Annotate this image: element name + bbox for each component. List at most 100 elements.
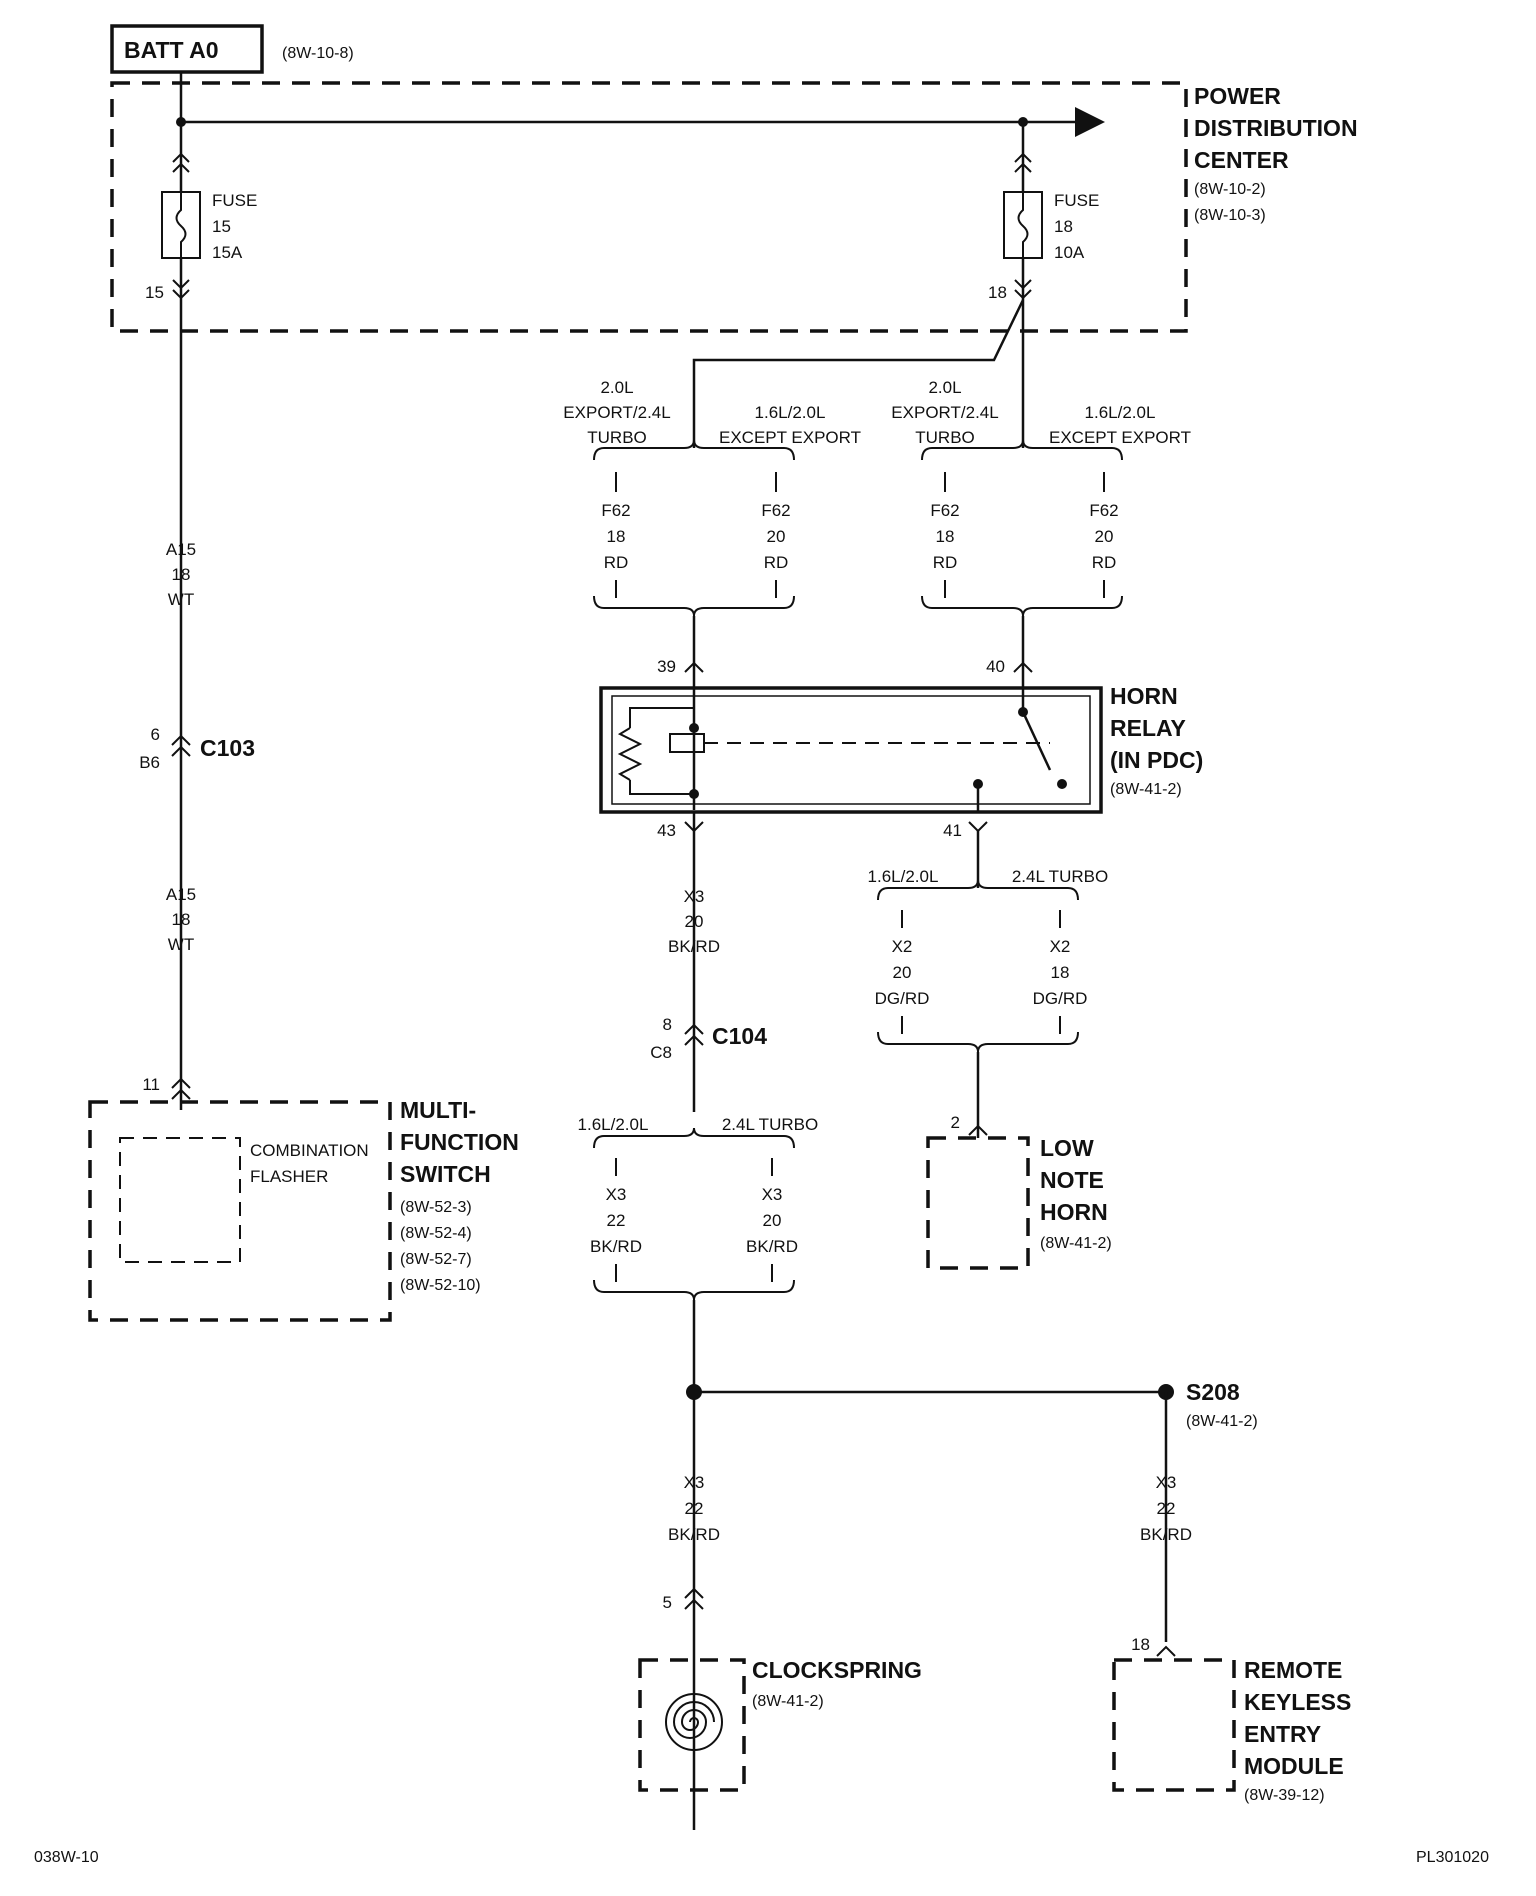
rke-title-2: KEYLESS [1244,1689,1351,1715]
splice-left-option-b-1: 1.6L/2.0L [755,403,826,422]
relay-title-2: RELAY [1110,715,1186,741]
wire-a15-bottom-gauge: 18 [172,910,191,929]
split-x3-option-b: 2.4L TURBO [722,1115,818,1134]
wire-a15-bottom-color: WT [168,935,194,954]
splice-right-wire-b-color: RD [1092,553,1117,572]
mfs-ref-4: (8W-52-10) [400,1277,481,1294]
splice-left-option-a-2: EXPORT/2.4L [563,403,670,422]
relay-pin-41: 41 [943,821,962,840]
rke-title-1: REMOTE [1244,1657,1342,1683]
fuse-15-rating: 15A [212,243,243,262]
mfs-pin: 11 [142,1075,160,1094]
fuse-18-name: FUSE [1054,191,1099,210]
connector-c104: 8 C8 C104 [650,1015,767,1062]
splice-right-wire-a-gauge: 18 [936,527,955,546]
battery-label: BATT A0 [124,37,219,63]
split-x3-wire-a-color: BK/RD [590,1237,642,1256]
c104-pin-top: 8 [663,1015,672,1034]
c103-label: C103 [200,735,255,761]
splice-left-wire-a-circuit: F62 [601,501,630,520]
split-x3-wire-b-color: BK/RD [746,1237,798,1256]
fuse-18-rating: 10A [1054,243,1085,262]
splice-left-wire-b-color: RD [764,553,789,572]
split-x2-option-b: 2.4L TURBO [1012,867,1108,886]
option-splice-left: 2.0L EXPORT/2.4L TURBO 1.6L/2.0L EXCEPT … [563,378,861,690]
horn-pin: 2 [951,1113,960,1132]
s208-ref: (8W-41-2) [1186,1413,1258,1430]
mfs-title-2: FUNCTION [400,1129,519,1155]
horn-ref: (8W-41-2) [1040,1235,1112,1252]
relay-pin-43: 43 [657,821,676,840]
s208-label: S208 [1186,1379,1240,1405]
splice-left-option-a-1: 2.0L [600,378,633,397]
split-x2-option-a: 1.6L/2.0L [868,867,939,886]
fuse-15: FUSE 15 15A 15 [145,122,257,1110]
split-x2-wire-a-gauge: 20 [893,963,912,982]
splice-s208: S208 (8W-41-2) [686,1379,1258,1642]
wire-x3-20-gauge: 20 [685,912,704,931]
wire-a15-top-circuit: A15 [166,540,196,559]
wire-a15-top-color: WT [168,590,194,609]
splice-right-option-b-1: 1.6L/2.0L [1085,403,1156,422]
fuse-15-pin: 15 [145,283,164,302]
relay-ref: (8W-41-2) [1110,781,1182,798]
fuse-15-name: FUSE [212,191,257,210]
wire-rke-circuit: X3 [1156,1473,1177,1492]
split-x3-wire-b-gauge: 20 [763,1211,782,1230]
wire-a15-top-gauge: 18 [172,565,191,584]
split-x2-wire-b-circuit: X2 [1050,937,1071,956]
connector-c103: 6 B6 C103 [139,725,255,772]
rke-title-3: ENTRY [1244,1721,1321,1747]
clockspring-ref: (8W-41-2) [752,1693,824,1710]
c104-label: C104 [712,1023,767,1049]
mfs-ref-1: (8W-52-3) [400,1199,472,1216]
horn-title-1: LOW [1040,1135,1094,1161]
splice-right-wire-b-circuit: F62 [1089,501,1118,520]
pdc-title-1: POWER [1194,83,1281,109]
pdc-title-2: DISTRIBUTION [1194,115,1358,141]
option-splice-right: 2.0L EXPORT/2.4L TURBO 1.6L/2.0L EXCEPT … [891,378,1191,690]
clockspring: 5 CLOCKSPRING (8W-41-2) [638,1587,922,1792]
splice-left-option-a-3: TURBO [587,428,647,447]
wire-rke-color: BK/RD [1140,1525,1192,1544]
combination-flasher-label-1: COMBINATION [250,1141,369,1160]
wire-x3-20-color: BK/RD [668,937,720,956]
battery-ref: (8W-10-8) [282,45,354,62]
fuse-15-number: 15 [212,217,231,236]
split-x2-wire-a-circuit: X2 [892,937,913,956]
combination-flasher-label-2: FLASHER [250,1167,328,1186]
wire-clock-color: BK/RD [668,1525,720,1544]
splice-right-option-a-2: EXPORT/2.4L [891,403,998,422]
wire-x3-20-circuit: X3 [684,887,705,906]
power-distribution-center: POWER DISTRIBUTION CENTER (8W-10-2) (8W-… [110,81,1358,333]
remote-keyless-entry-module: 18 REMOTE KEYLESS ENTRY MODULE (8W-39-12… [1112,1635,1351,1804]
split-x2-wire-b-color: DG/RD [1033,989,1088,1008]
splice-left-wire-b-circuit: F62 [761,501,790,520]
horn-title-2: NOTE [1040,1167,1104,1193]
wire-clock-circuit: X3 [684,1473,705,1492]
mfs-ref-2: (8W-52-4) [400,1225,472,1242]
wire-clock-gauge: 22 [685,1499,704,1518]
relay-pin-40: 40 [986,657,1005,676]
horn-relay: 39 40 HORN RELAY (IN PDC) (8W-41-2) 43 4… [599,657,1203,840]
split-x2-wire-a-color: DG/RD [875,989,930,1008]
split-x3-wire-b-circuit: X3 [762,1185,783,1204]
split-x2-wire-b-gauge: 18 [1051,963,1070,982]
c104-pin-bottom: C8 [650,1043,672,1062]
relay-pin-39: 39 [657,657,676,676]
splice-right-wire-a-color: RD [933,553,958,572]
splice-right-option-a-1: 2.0L [928,378,961,397]
horn-title-3: HORN [1040,1199,1108,1225]
pdc-ref-2: (8W-10-3) [1194,207,1266,224]
footer-right-code: PL301020 [1416,1849,1489,1866]
splice-right-option-a-3: TURBO [915,428,975,447]
multi-function-switch: 11 COMBINATION FLASHER MULTI- FUNCTION S… [88,1075,519,1322]
relay-title-3: (IN PDC) [1110,747,1203,773]
option-split-x2: 1.6L/2.0L 2.4L TURBO X2 20 DG/RD X2 18 D… [868,831,1108,1138]
splice-left-wire-a-gauge: 18 [607,527,626,546]
battery-source: BATT A0 (8W-10-8) [110,24,354,74]
split-x3-option-a: 1.6L/2.0L [578,1115,649,1134]
splice-right-option-b-2: EXCEPT EXPORT [1049,428,1191,447]
